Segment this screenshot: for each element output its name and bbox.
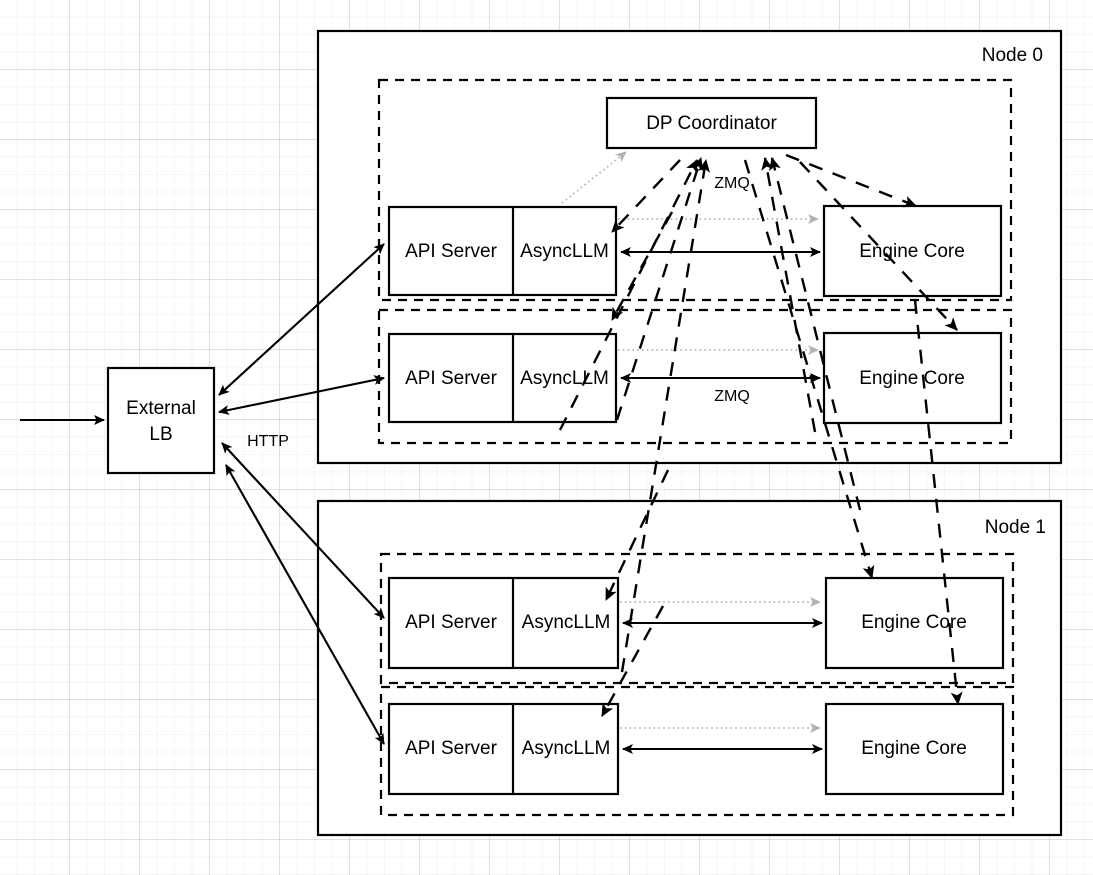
- n0g1-engine-core-box[interactable]: [822, 331, 1003, 425]
- n0g1-engine-core-label: Engine Core: [859, 368, 965, 389]
- dp-coordinator-label: DP Coordinator: [646, 113, 777, 134]
- n0g1-to-coordinator-dashed-arrow: [615, 157, 704, 421]
- coordinator-to-n1g1-asyncllm-dashed-arrow: [600, 605, 665, 717]
- n0g1-api-asyncllm-box[interactable]: [387, 332, 618, 424]
- n0g1b-to-coordinator-dashed-arrow: [558, 159, 699, 431]
- asyncllm-to-coordinator-dotted-arrow: [561, 151, 627, 204]
- coordinator-to-n0g0-asyncllm-dashed-arrow: [611, 159, 681, 233]
- n0g0-engine-core-label: Engine Core: [859, 241, 965, 262]
- n1g0-asyncllm-label: AsyncLLM: [522, 612, 611, 633]
- external-lb-box[interactable]: [106, 366, 216, 475]
- n1g1-api-asyncllm-box[interactable]: [387, 702, 620, 796]
- n0g1-asyncllm-label: AsyncLLM: [520, 368, 609, 389]
- n1g1-asyncllm-label: AsyncLLM: [522, 738, 611, 759]
- dp-coordinator[interactable]: DP Coordinator: [605, 96, 818, 150]
- node-1-group-1-boundary: [379, 685, 1015, 817]
- n1g1-engine-core-box[interactable]: [824, 702, 1005, 796]
- n0g0-api-server-label: API Server: [405, 241, 498, 262]
- external-lb-label-line1: External: [126, 398, 196, 419]
- external-lb[interactable]: External LB HTTP: [106, 366, 289, 475]
- n1g0-to-coordinator-dashed-arrow: [620, 159, 710, 673]
- coordinator-to-n0g1-asyncllm-dashed-arrow: [610, 211, 674, 321]
- node-0-group-0-boundary: [377, 78, 1013, 302]
- http-label: HTTP: [247, 433, 289, 450]
- external-lb-label-line2: LB: [149, 424, 172, 445]
- n0g0-asyncllm-label: AsyncLLM: [520, 241, 609, 262]
- n1g1-engine-core-label: Engine Core: [861, 738, 967, 759]
- n1g0-api-server-label: API Server: [405, 612, 498, 633]
- lb-to-n1g1-api-arrow: [225, 464, 385, 745]
- n0g1-engine-to-coordinator-dashed-arrow: [761, 157, 817, 433]
- lb-to-n0g1-api-arrow: [218, 375, 385, 415]
- n1g1-api-server-label: API Server: [405, 738, 498, 759]
- node-0-group-1: API Server AsyncLLM Engine Core: [387, 331, 1003, 425]
- n1g0-api-asyncllm-box[interactable]: [387, 576, 620, 670]
- node-1-group-1: API Server AsyncLLM Engine Core: [387, 702, 1005, 796]
- n0g1-api-server-label: API Server: [405, 368, 498, 389]
- n1-engine-to-coordinator-dashed-arrow: [769, 157, 862, 511]
- coordinator-to-n1g1-engine-dashed-arrow: [913, 299, 963, 705]
- zmq-label-middle: ZMQ: [714, 388, 750, 405]
- coordinator-to-n0g1-engine-dashed-arrow: [799, 161, 958, 331]
- n1g0-engine-core-box[interactable]: [824, 576, 1005, 670]
- node-1-label: Node 1: [985, 517, 1046, 538]
- node-1-group-0: API Server AsyncLLM Engine Core: [387, 576, 1005, 670]
- lb-to-n0g0-api-arrow: [218, 243, 385, 396]
- dp-coordinator-box[interactable]: [605, 96, 818, 150]
- n1g0-engine-core-label: Engine Core: [861, 612, 967, 633]
- n0g0-api-asyncllm-box[interactable]: [387, 205, 618, 297]
- zmq-label-top: ZMQ: [714, 175, 750, 192]
- node-0-label: Node 0: [982, 45, 1043, 66]
